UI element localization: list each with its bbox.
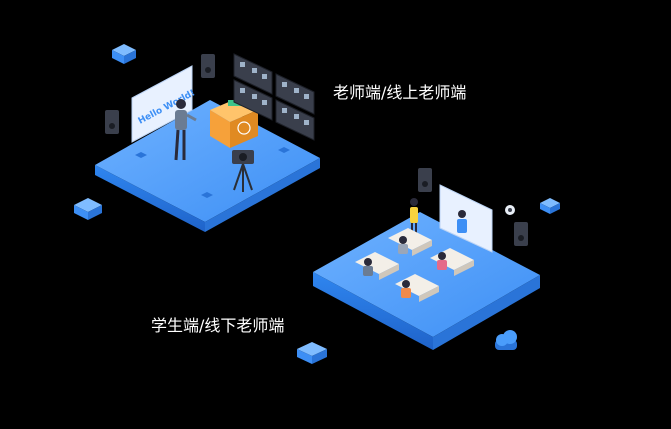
speaker-icon [514, 222, 528, 246]
desks [355, 228, 474, 302]
cube-icon [540, 198, 560, 214]
speaker-icon [201, 54, 215, 78]
cube-icon [112, 44, 136, 64]
classroom-screen [439, 184, 493, 253]
whiteboard: Hello World! [131, 65, 197, 143]
teacher-side-label: 老师端/线上老师端 [333, 83, 467, 102]
camera-icon [232, 150, 254, 192]
webcam-icon [505, 205, 515, 215]
speaker-icon [105, 110, 119, 134]
video-wall-icon [233, 53, 315, 141]
cloud-icon [495, 330, 517, 350]
teacher-platform [95, 100, 320, 232]
cube-icon [74, 198, 102, 220]
classroom-platform [313, 212, 540, 350]
speaker-icon [418, 168, 432, 192]
cube-icon [297, 342, 327, 364]
student-side-label: 学生端/线下老师端 [151, 316, 285, 335]
teacher-figure [174, 99, 197, 161]
floor-markers [135, 147, 290, 198]
